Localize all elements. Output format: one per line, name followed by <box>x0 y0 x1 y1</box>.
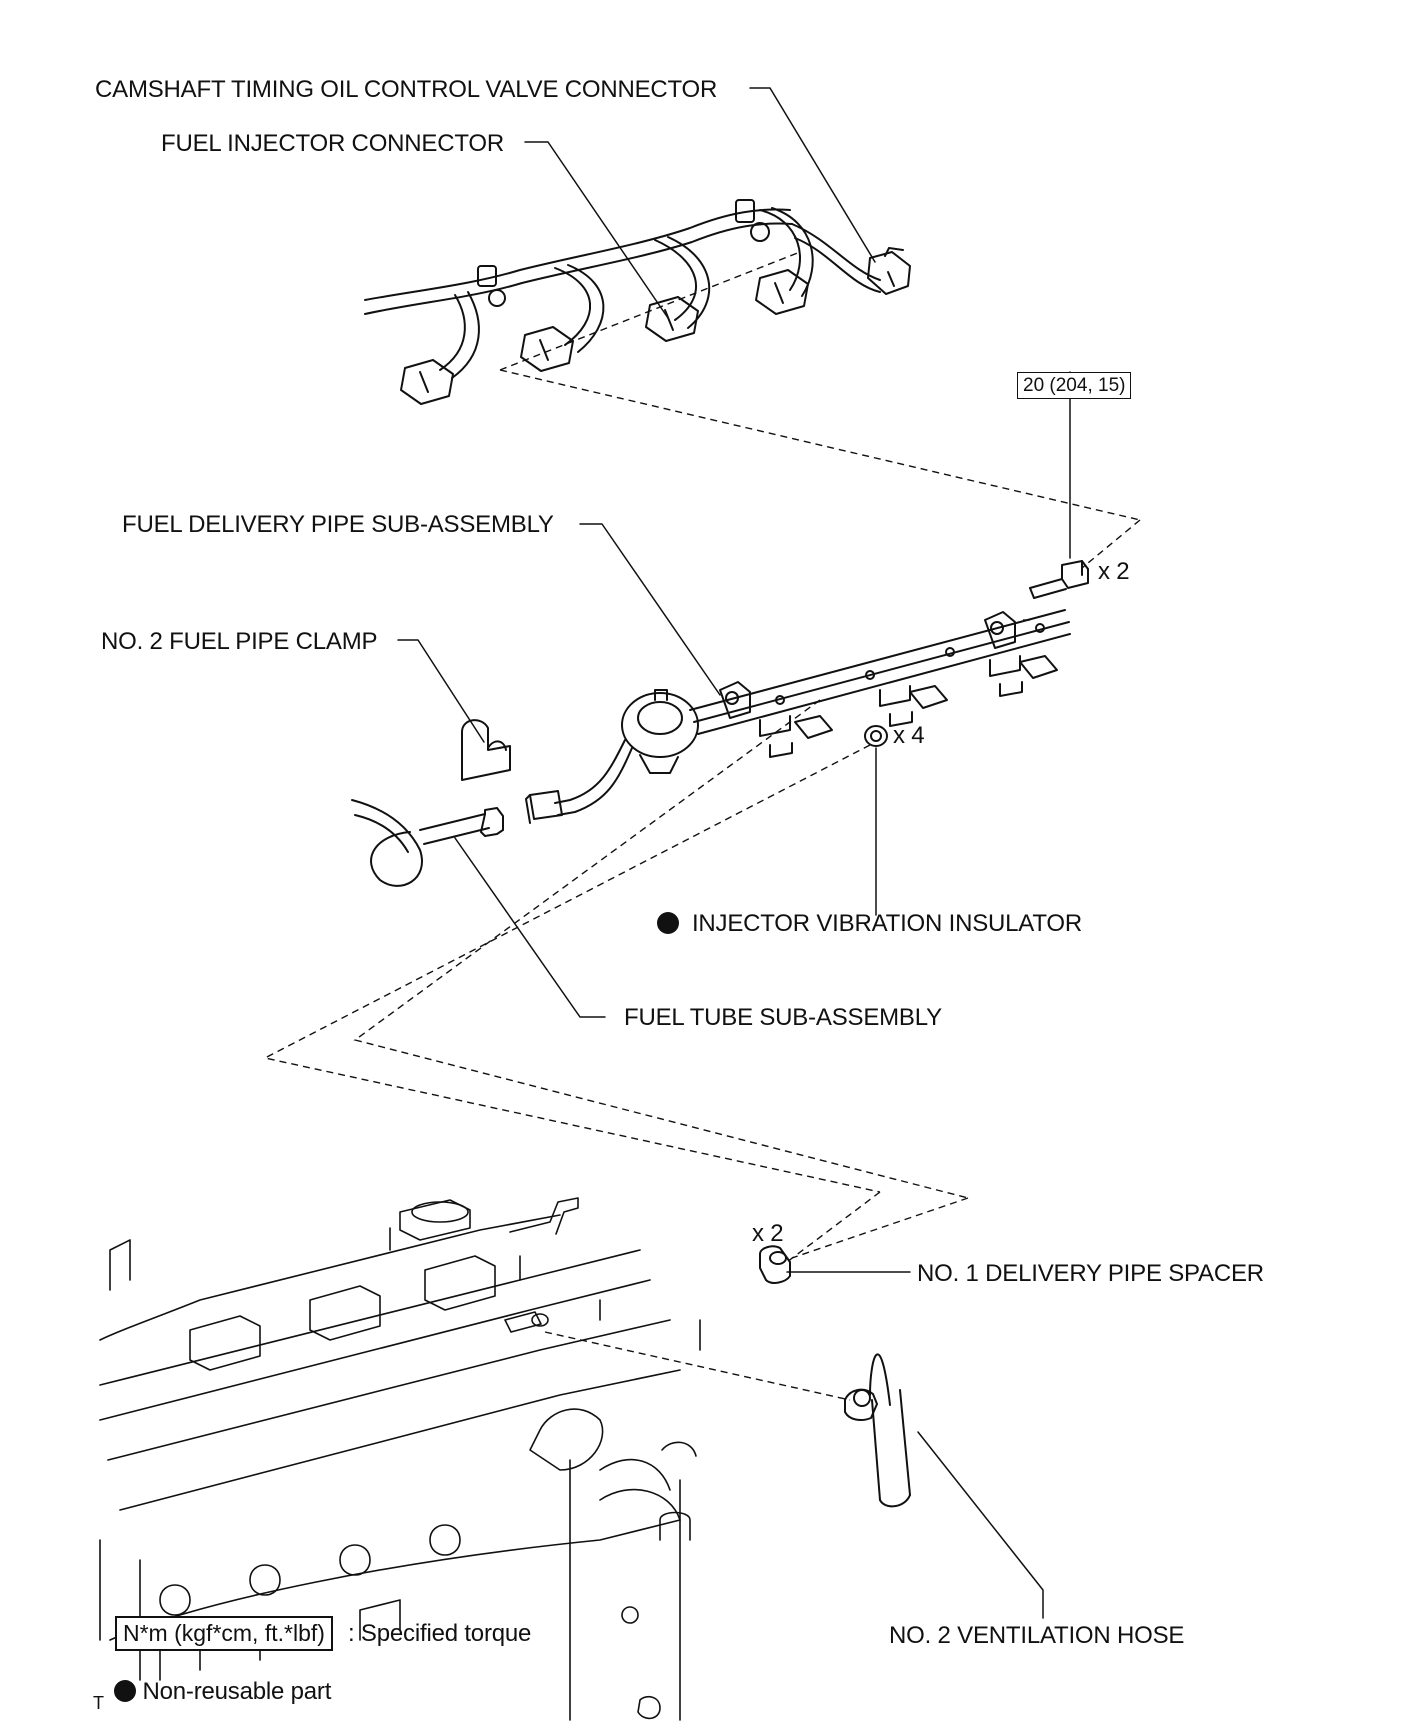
nonreusable-dot-icon <box>657 912 679 934</box>
legend-nonreusable: Non-reusable part <box>114 1680 331 1704</box>
label-camshaft-connector: CAMSHAFT TIMING OIL CONTROL VALVE CONNEC… <box>95 76 718 103</box>
label-fuel-pipe-clamp: NO. 2 FUEL PIPE CLAMP <box>101 628 378 655</box>
engine-head <box>99 1197 701 1721</box>
delivery-pipe-spacer <box>759 1245 791 1284</box>
bolt-quantity: x 2 <box>1098 558 1130 585</box>
insulator-label-text: INJECTOR VIBRATION INSULATOR <box>691 910 1082 937</box>
label-ventilation-hose: NO. 2 VENTILATION HOSE <box>889 1622 1185 1649</box>
injector-connectors <box>400 269 809 405</box>
legend-nonreusable-text: Non-reusable part <box>142 1678 332 1705</box>
harness-clips <box>477 199 770 307</box>
leader-lines <box>397 87 1071 1619</box>
label-fuel-injector-connector: FUEL INJECTOR CONNECTOR <box>161 130 504 157</box>
label-delivery-pipe-spacer: NO. 1 DELIVERY PIPE SPACER <box>917 1260 1264 1287</box>
corner-mark: T <box>93 1693 104 1713</box>
label-fuel-tube: FUEL TUBE SUB-ASSEMBLY <box>624 1004 942 1031</box>
label-injector-vibration-insulator: INJECTOR VIBRATION INSULATOR <box>657 912 1082 936</box>
mounting-bolt <box>1029 560 1089 599</box>
ventilation-hose <box>844 1353 911 1508</box>
fuel-tube <box>351 799 504 887</box>
assembly-dashed-lines <box>262 251 1141 1401</box>
insulator-quantity: x 4 <box>893 722 925 749</box>
legend-torque-box: N*m (kgf*cm, ft.*lbf) <box>115 1616 333 1651</box>
torque-spec-box: 20 (204, 15) <box>1017 372 1132 399</box>
legend-dot-icon <box>114 1680 136 1702</box>
wire-harness <box>364 207 881 379</box>
label-fuel-delivery-pipe: FUEL DELIVERY PIPE SUB-ASSEMBLY <box>122 511 554 538</box>
fuel-line <box>525 739 633 824</box>
insulator-ring <box>864 725 888 747</box>
spacer-quantity: x 2 <box>752 1220 784 1247</box>
legend-torque-text: : Specified torque <box>348 1620 532 1647</box>
fuel-delivery-pipe <box>621 609 1071 774</box>
camshaft-oil-control-connector <box>867 247 911 295</box>
fuel-pipe-clamp <box>461 719 511 781</box>
